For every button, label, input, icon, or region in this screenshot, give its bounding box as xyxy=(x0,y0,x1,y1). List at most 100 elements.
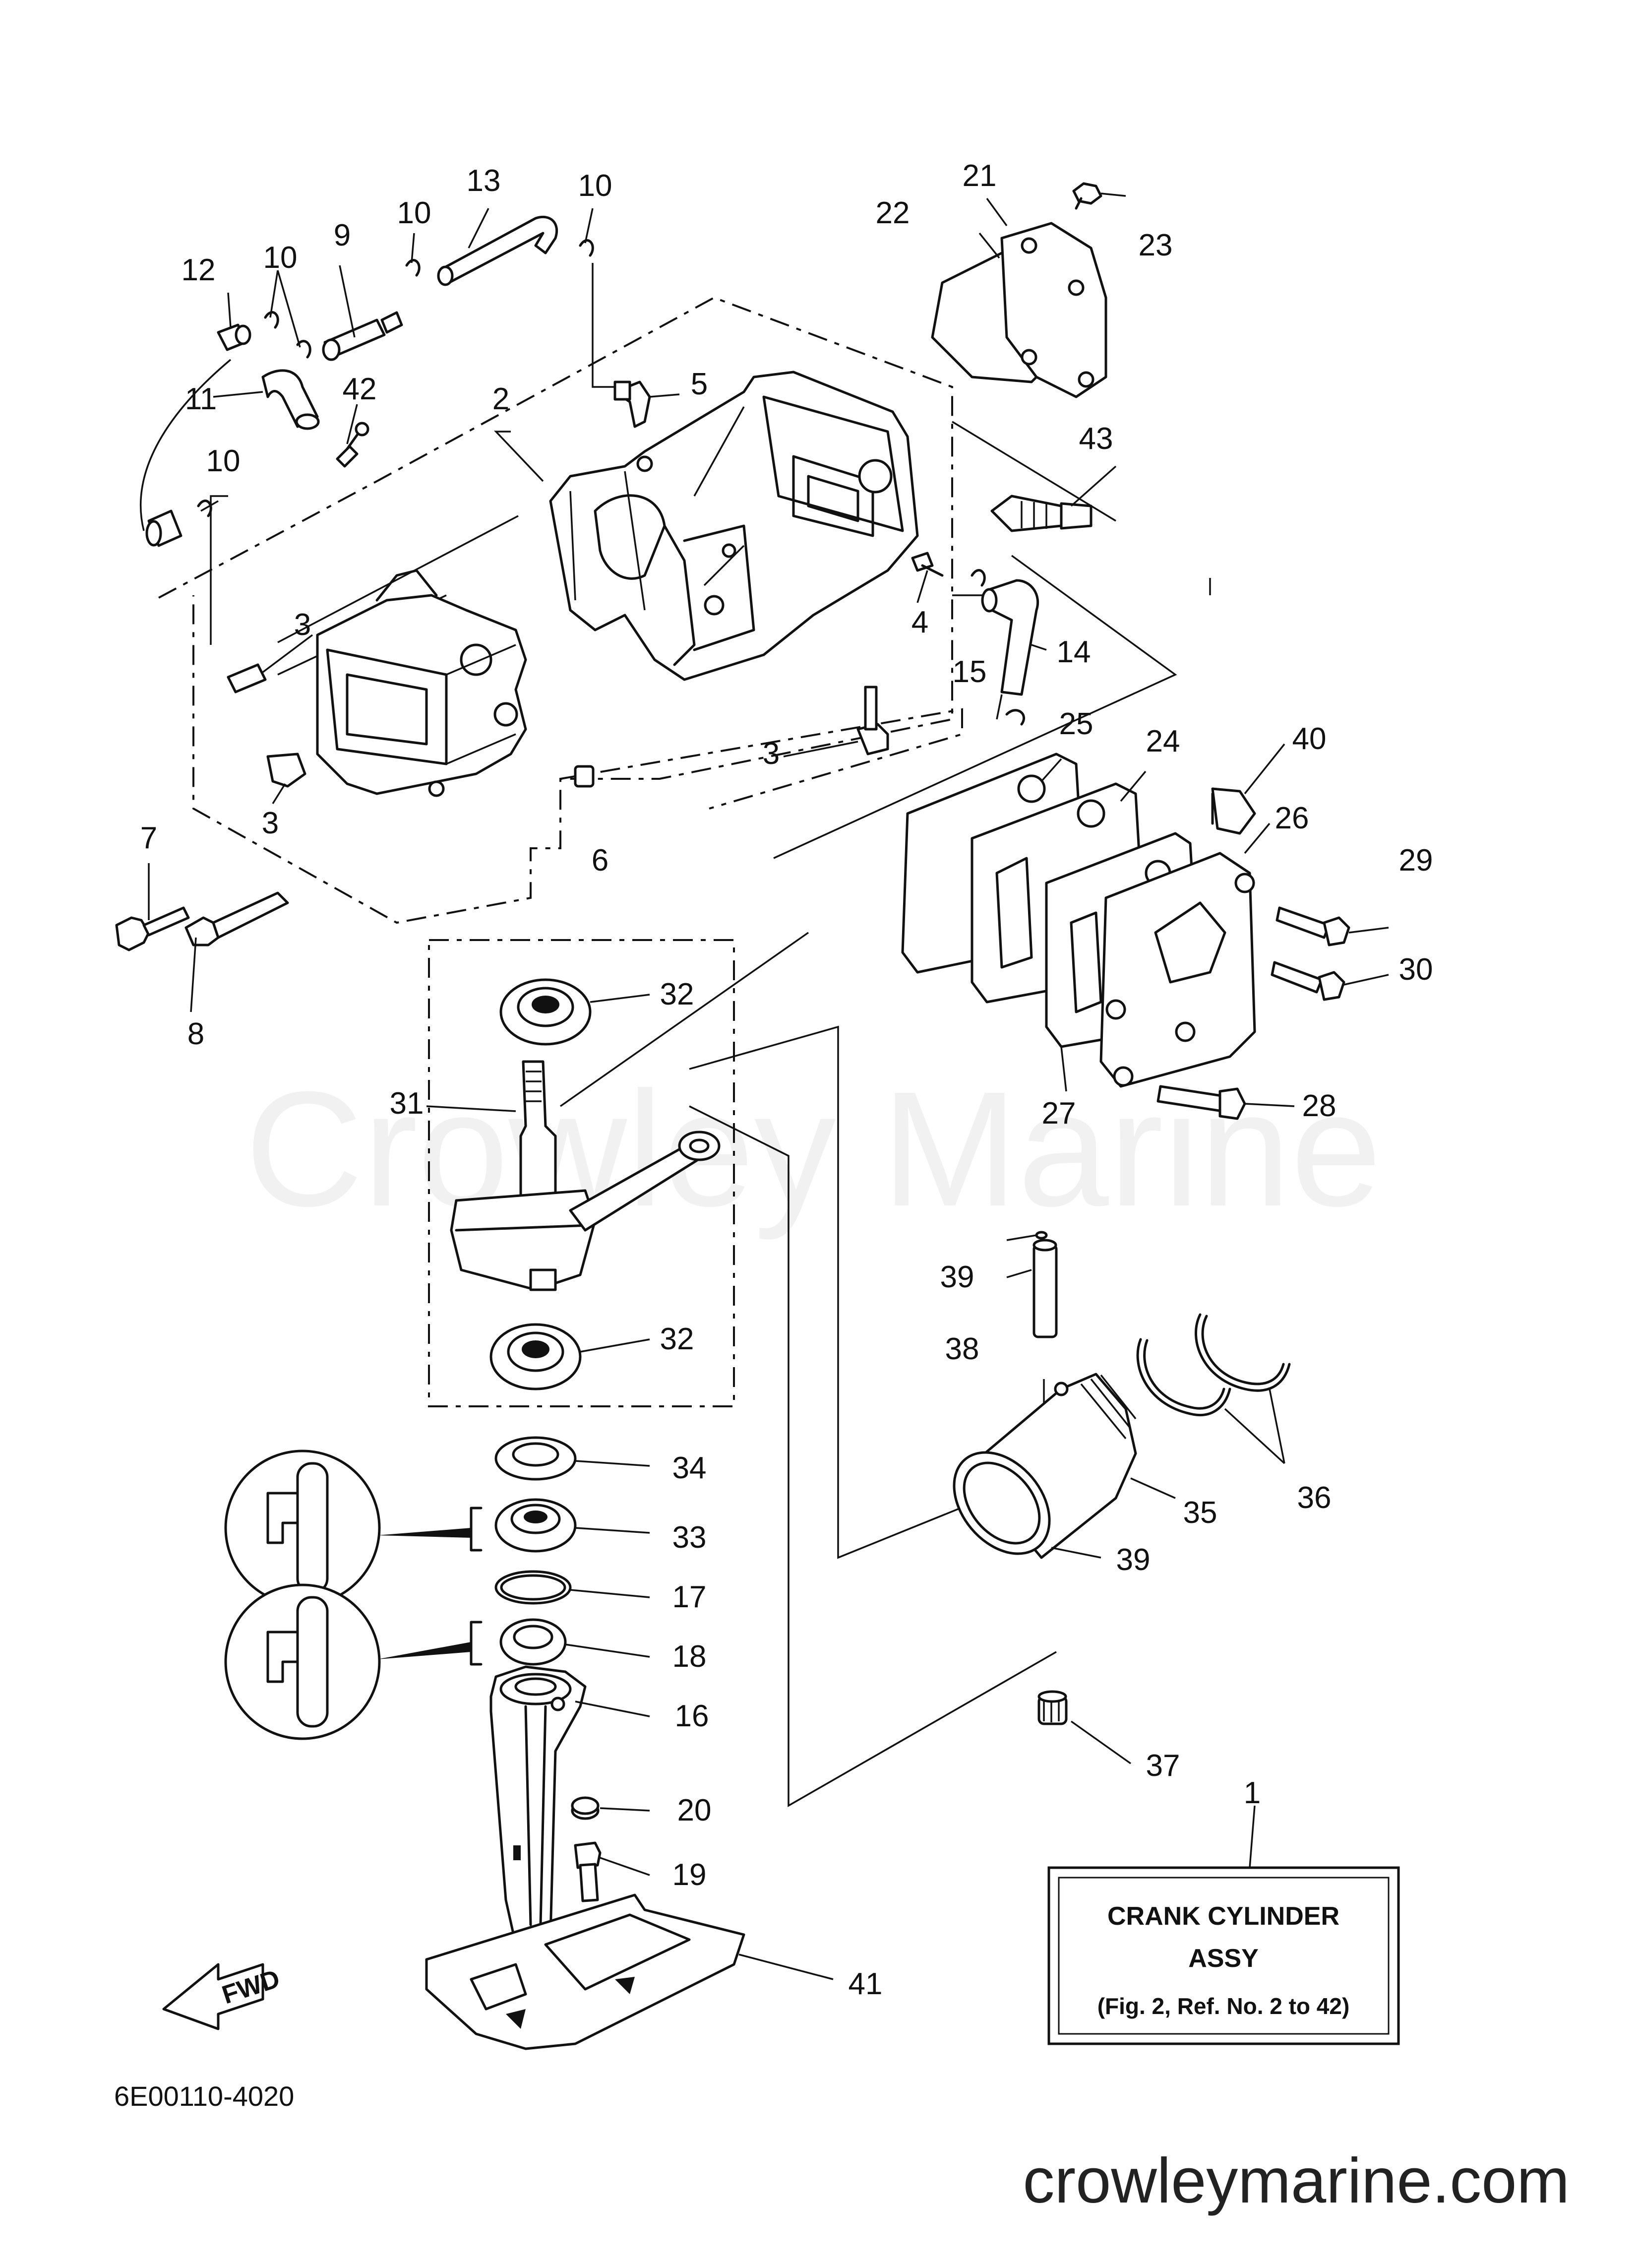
part-4-screw xyxy=(911,552,944,577)
callout-21: 21 xyxy=(963,159,997,193)
assembly-note-box: CRANK CYLINDER ASSY (Fig. 2, Ref. No. 2 … xyxy=(1047,1805,1400,2045)
callout-10d: 10 xyxy=(206,444,241,478)
callout-37: 37 xyxy=(1146,1749,1180,1783)
callout-29: 29 xyxy=(1399,843,1433,878)
part-40-sensor xyxy=(1211,787,1256,835)
part-8-long-bolt xyxy=(184,891,289,946)
callout-19: 19 xyxy=(672,1858,707,1892)
part-15-clip xyxy=(1005,709,1026,726)
callout-10a: 10 xyxy=(263,241,298,275)
part-18-seal xyxy=(499,1618,567,1666)
callout-10b: 10 xyxy=(397,196,431,230)
part-14-hose xyxy=(981,579,1039,696)
part-19-bolt xyxy=(574,1841,602,1902)
callout-18: 18 xyxy=(672,1639,707,1674)
part-43-spark-plug xyxy=(990,495,1093,532)
callout-10c: 10 xyxy=(578,169,612,203)
assembly-line-1: CRANK CYLINDER xyxy=(1107,1902,1339,1931)
callout-3b: 3 xyxy=(262,806,279,840)
callout-39a: 39 xyxy=(940,1260,974,1294)
part-9-fitting xyxy=(322,311,403,361)
callout-14: 14 xyxy=(1057,635,1091,669)
part-7-bolt xyxy=(115,906,190,951)
detail-circle-lower xyxy=(224,1583,381,1740)
callout-39b: 39 xyxy=(1116,1543,1151,1577)
part-36-piston-rings xyxy=(1136,1313,1291,1417)
callout-23: 23 xyxy=(1139,228,1173,262)
callout-25: 25 xyxy=(1059,707,1093,741)
diagram-code: 6E00110-4020 xyxy=(114,2080,294,2112)
part-21-cover xyxy=(1000,222,1107,398)
callout-3c: 3 xyxy=(763,737,780,771)
seal-brackets xyxy=(377,1507,483,1666)
callout-35: 35 xyxy=(1183,1496,1217,1530)
callout-2: 2 xyxy=(492,382,509,416)
callout-13: 13 xyxy=(467,164,501,198)
callout-33: 33 xyxy=(672,1520,707,1555)
part-5-plug xyxy=(613,380,651,428)
callout-40: 40 xyxy=(1292,722,1327,756)
part-34-seal xyxy=(494,1436,577,1481)
part-31-crankshaft xyxy=(450,1060,721,1291)
watermark-text: Crowley Marine xyxy=(245,1057,1382,1241)
part-30-bolt xyxy=(1271,961,1345,1001)
callout-42: 42 xyxy=(343,372,377,406)
callout-30: 30 xyxy=(1399,952,1433,987)
part-35-piston xyxy=(953,1373,1137,1559)
part-42-screw xyxy=(336,422,369,468)
callout-9: 9 xyxy=(334,218,351,252)
callout-43: 43 xyxy=(1079,422,1113,456)
part-crankcase-half xyxy=(316,569,527,797)
part-11-hose xyxy=(261,369,320,430)
callout-12: 12 xyxy=(182,253,216,287)
callout-27: 27 xyxy=(1042,1096,1076,1131)
part-2-cylinder-block xyxy=(549,371,919,681)
detail-circle-upper xyxy=(224,1449,381,1606)
callout-32b: 32 xyxy=(660,1322,694,1356)
callout-7: 7 xyxy=(140,821,157,855)
assembly-line-3: (Fig. 2, Ref. No. 2 to 42) xyxy=(1097,1993,1350,2019)
callout-24: 24 xyxy=(1146,724,1180,758)
callout-11: 11 xyxy=(185,382,217,416)
part-41-gasket xyxy=(425,1893,745,2050)
assembly-line-2: ASSY xyxy=(1188,1944,1259,1973)
crankcase-group-outline xyxy=(158,296,963,924)
callout-15: 15 xyxy=(953,655,987,689)
callout-4: 4 xyxy=(911,605,928,639)
callout-26: 26 xyxy=(1275,801,1309,835)
fwd-arrow-icon: FWD xyxy=(162,1963,283,2030)
part-23-bolt xyxy=(1072,182,1102,210)
part-16-housing xyxy=(489,1665,587,1956)
callout-22: 22 xyxy=(876,196,910,230)
crankshaft-group-outline xyxy=(428,939,735,1407)
callout-32a: 32 xyxy=(660,977,694,1011)
callout-3a: 3 xyxy=(294,608,311,642)
callout-17: 17 xyxy=(672,1580,707,1614)
part-33-seal xyxy=(494,1498,577,1553)
part-10-clips xyxy=(197,239,986,587)
part-29-bolt xyxy=(1276,906,1350,946)
callout-numbers: 1 2 3 3 3 4 5 6 7 8 9 10 10 10 10 11 12 … xyxy=(140,159,1433,2001)
part-32-bearing-upper xyxy=(499,978,592,1046)
callout-16: 16 xyxy=(675,1699,709,1733)
part-26-cover xyxy=(1099,852,1256,1088)
callout-34: 34 xyxy=(672,1451,707,1485)
callout-41: 41 xyxy=(849,1967,883,2001)
part-12-cap xyxy=(217,323,251,351)
part-3-nipples xyxy=(227,663,889,788)
part-32-bearing-lower xyxy=(489,1323,582,1390)
part-17-o-ring xyxy=(494,1570,572,1605)
callout-leaders xyxy=(148,192,1389,1980)
website-text: crowleymarine.com xyxy=(1023,2145,1570,2216)
callout-20: 20 xyxy=(677,1793,712,1827)
part-13-hose xyxy=(437,215,558,286)
callout-38: 38 xyxy=(945,1332,979,1366)
callout-8: 8 xyxy=(187,1017,204,1051)
part-20-washer xyxy=(571,1796,600,1820)
callout-1: 1 xyxy=(1244,1776,1261,1810)
part-38-piston-pin xyxy=(1033,1239,1058,1338)
callout-6: 6 xyxy=(592,843,608,878)
part-6-dowel xyxy=(574,765,595,788)
